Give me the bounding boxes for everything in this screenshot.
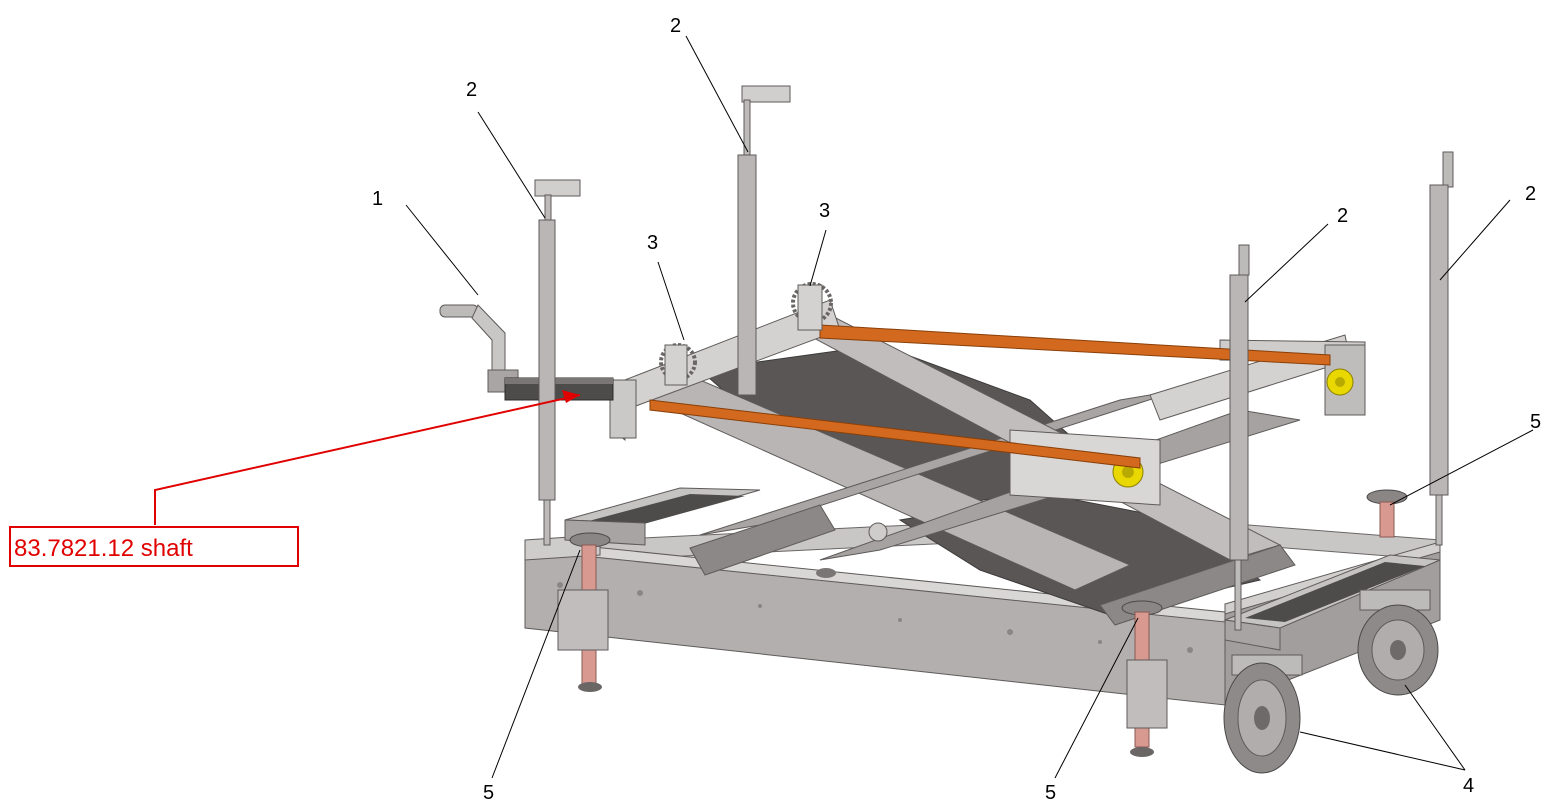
callout-5-leveling-foot: 5 <box>1045 782 1056 804</box>
callout-2-gas-spring: 2 <box>466 79 477 101</box>
shaft-highlight-callout: 83.7821.12 shaft <box>9 390 581 567</box>
callout-5-leveling-foot: 5 <box>483 782 494 804</box>
callout-4-castor-wheel: 4 <box>1463 775 1474 797</box>
wheel-rear <box>1357 589 1439 696</box>
castor-wheels <box>1223 589 1439 774</box>
callout-2-gas-spring: 2 <box>670 15 681 37</box>
shaft-label-box <box>9 526 299 567</box>
leader-lines <box>405 35 1534 779</box>
shaft <box>504 377 614 401</box>
gas-springs <box>534 85 1454 631</box>
leveling-feet <box>557 489 1408 757</box>
callout-2-gas-spring: 2 <box>1525 183 1536 205</box>
callout-3-sprocket: 3 <box>819 200 830 222</box>
wheel-front <box>1223 654 1303 774</box>
callout-2-gas-spring: 2 <box>1337 205 1348 227</box>
callout-numbers: 1 2 2 2 2 3 3 4 5 5 5 <box>372 15 1541 804</box>
callout-3-sprocket: 3 <box>647 232 658 254</box>
callout-5-leveling-foot: 5 <box>1530 411 1541 433</box>
orange-rods <box>649 324 1331 469</box>
callout-1-crank-handle: 1 <box>372 188 383 210</box>
machine-illustration <box>439 85 1454 774</box>
shaft-label: 83.7821.12 shaft <box>14 535 193 562</box>
